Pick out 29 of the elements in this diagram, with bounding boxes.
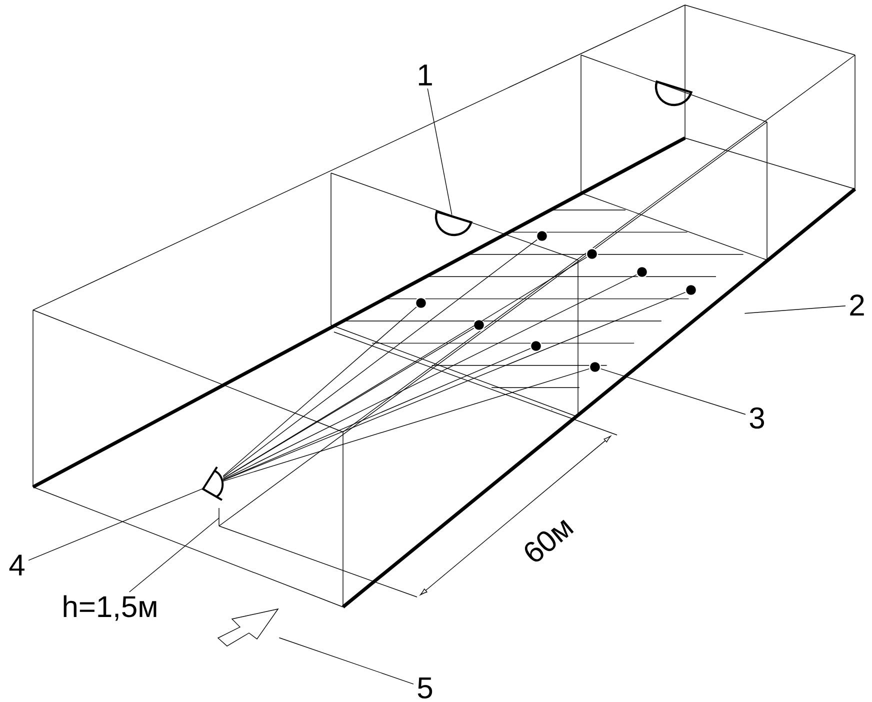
sight-line — [222, 368, 590, 482]
sight-line — [222, 348, 531, 480]
point-dot — [636, 266, 648, 278]
eye-icon — [202, 466, 224, 501]
sight-line — [222, 306, 417, 476]
leader-line — [129, 518, 220, 592]
point-dot — [586, 248, 598, 260]
sight-line — [222, 239, 538, 478]
callout-number: 1 — [418, 64, 432, 86]
point-dot — [472, 318, 486, 332]
point-dot — [536, 230, 548, 242]
point-dot — [588, 360, 602, 374]
sight-line — [222, 274, 637, 480]
point-dot — [684, 284, 698, 296]
callout-number: 3 — [750, 407, 764, 429]
callout-number: 4 — [9, 554, 24, 576]
callout-number: 2 — [850, 294, 864, 316]
leader-line — [28, 487, 206, 561]
point-dot — [530, 340, 542, 352]
leader-line — [278, 637, 414, 684]
leader-line — [600, 368, 746, 415]
callout-number: 5 — [418, 678, 432, 698]
point-dot — [414, 296, 428, 310]
sight-line — [222, 292, 686, 481]
leader-line — [744, 306, 846, 314]
leader-line — [427, 88, 452, 216]
sight-line — [222, 328, 474, 479]
callout-number: h=1,5м — [64, 595, 156, 621]
dimension-text: 60м — [524, 520, 574, 562]
